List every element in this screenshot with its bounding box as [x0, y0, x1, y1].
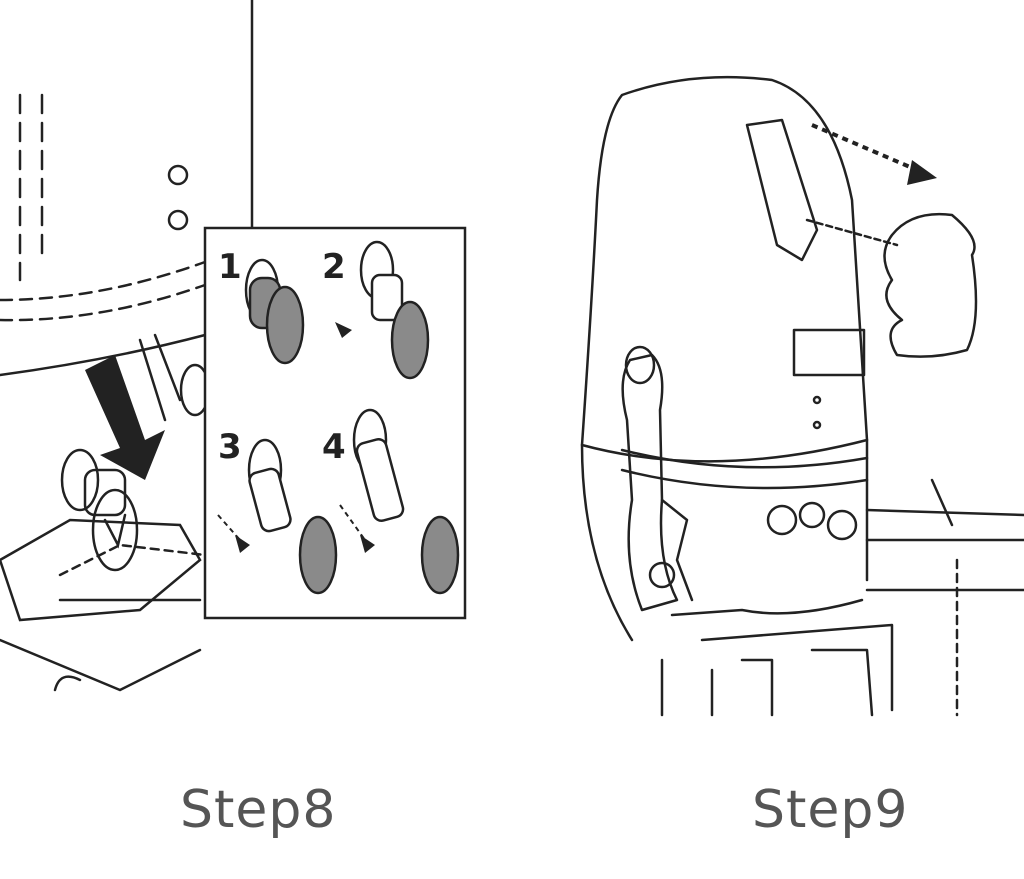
inset-label-1: 1 — [218, 247, 242, 287]
inset-label-2: 2 — [322, 247, 346, 287]
pull-direction-arrow — [907, 160, 937, 185]
step9-illustration — [580, 75, 1024, 717]
inset-label-3: 3 — [218, 427, 242, 467]
tiller — [621, 353, 679, 612]
step8-panel: 1 2 3 4 Step8 — [0, 0, 467, 840]
hand — [883, 213, 978, 358]
step8-caption: Step8 — [180, 780, 337, 840]
step8-illustration: 1 2 3 4 — [0, 0, 467, 692]
step9-panel: Step9 — [512, 0, 1024, 879]
handle-recess — [745, 118, 819, 262]
step9-caption: Step9 — [752, 780, 909, 840]
inset-label-4: 4 — [322, 427, 346, 467]
engine-cowling — [580, 75, 869, 463]
insert-arrow — [85, 355, 165, 480]
